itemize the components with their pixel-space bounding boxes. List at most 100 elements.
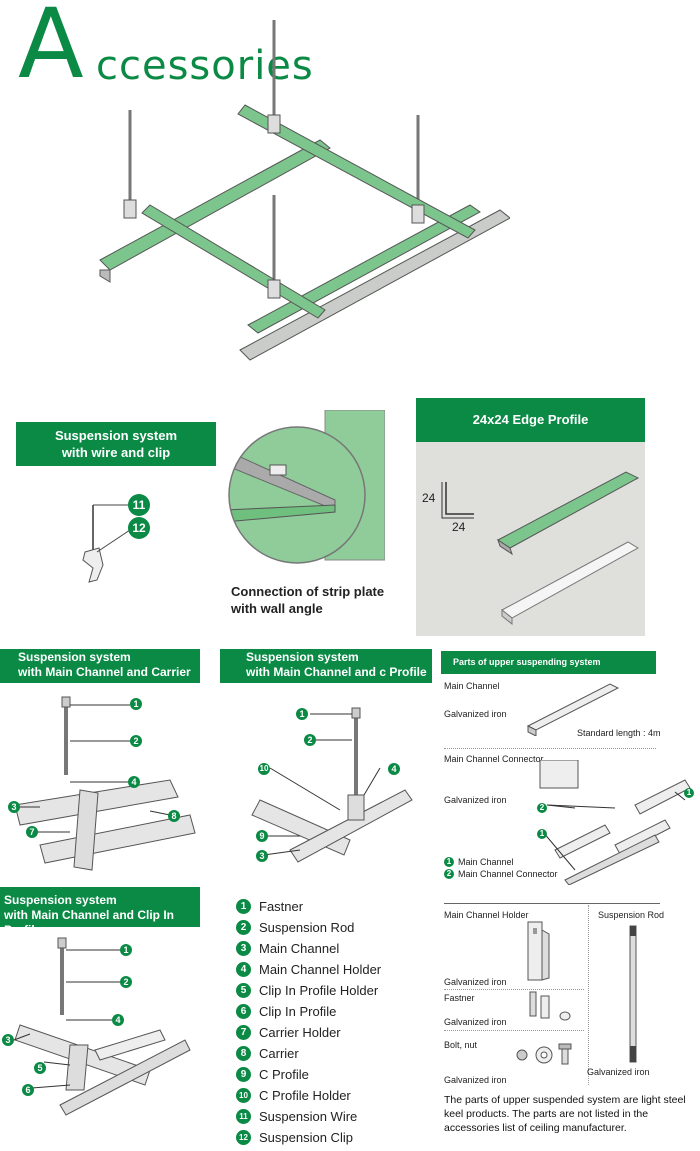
clip-callout-4: 4 bbox=[112, 1014, 124, 1026]
edge-dim-vertical: 24 bbox=[422, 491, 436, 505]
clip-in-illustration bbox=[13, 937, 191, 1116]
legend-number: 5 bbox=[236, 983, 251, 998]
rod-label: Suspension Rod bbox=[598, 910, 665, 920]
legend-number: 10 bbox=[236, 1088, 251, 1103]
legend-label: Carrier Holder bbox=[259, 1025, 341, 1040]
page-title: ccessories bbox=[96, 43, 314, 89]
legend-item: 2 Suspension Rod bbox=[236, 917, 436, 938]
upper-galvanized-2: Galvanized iron bbox=[444, 795, 507, 805]
ceiling-grid-illustration bbox=[99, 20, 510, 361]
carrier-callout-7: 7 bbox=[26, 826, 38, 838]
legend-number: 8 bbox=[236, 1046, 251, 1061]
holder-label: Main Channel Holder bbox=[444, 910, 529, 920]
legend-number: 6 bbox=[236, 1004, 251, 1019]
legend-number: 4 bbox=[236, 962, 251, 977]
cprofile-callout-9: 9 bbox=[256, 830, 268, 842]
main-carrier-illustration bbox=[14, 696, 196, 871]
upper-galvanized-1: Galvanized iron bbox=[444, 709, 507, 719]
legend-number: 11 bbox=[236, 1109, 251, 1124]
legend-label: C Profile bbox=[259, 1067, 309, 1082]
legend-item: 3 Main Channel bbox=[236, 938, 436, 959]
clip-callout-2: 2 bbox=[120, 976, 132, 988]
connector-drawing bbox=[539, 760, 691, 885]
title-big-letter: A bbox=[18, 0, 84, 100]
bolt-nut-label: Bolt, nut bbox=[444, 1040, 478, 1050]
wire-callout-11: 11 bbox=[128, 494, 150, 516]
carrier-callout-4: 4 bbox=[128, 776, 140, 788]
holder-divider-2 bbox=[444, 1030, 584, 1031]
clip-in-header: Suspension system with Main Channel and … bbox=[0, 887, 200, 937]
c-profile-illustration bbox=[251, 707, 413, 863]
strip-plate-line2: with wall angle bbox=[231, 601, 323, 616]
cprofile-callout-10: 10 bbox=[258, 763, 270, 775]
upper-legend-label-2: Main Channel Connector bbox=[458, 869, 558, 879]
edge-profile-header: 24x24 Edge Profile bbox=[416, 398, 645, 442]
bolt-nut-drawing bbox=[516, 1043, 572, 1065]
holder-divider-1 bbox=[444, 989, 584, 990]
main-carrier-line2: with Main Channel and Carrier bbox=[18, 665, 191, 679]
holder-drawing bbox=[527, 921, 550, 981]
holder-box-top-rule bbox=[444, 903, 660, 904]
connector-callout-2: 2 bbox=[537, 803, 547, 813]
cprofile-callout-3: 3 bbox=[256, 850, 268, 862]
cprofile-callout-1: 1 bbox=[296, 708, 308, 720]
edge-profile-drawing bbox=[441, 471, 640, 626]
upper-legend-label-1: Main Channel bbox=[458, 857, 514, 867]
wire-callout-12: 12 bbox=[128, 517, 150, 539]
clip-in-line1: Suspension system bbox=[4, 893, 117, 907]
legend-label: Suspension Wire bbox=[259, 1109, 358, 1124]
carrier-callout-1: 1 bbox=[130, 698, 142, 710]
divider-upper bbox=[444, 748, 656, 749]
strip-plate-caption: Connection of strip plate with wall angl… bbox=[231, 583, 384, 617]
parts-legend: 1 Fastner 2 Suspension Rod 3 Main Channel 4… bbox=[236, 896, 436, 1148]
connector-callout-1a: 1 bbox=[537, 829, 547, 839]
legend-label: Fastner bbox=[259, 899, 304, 914]
galvanized-c: Galvanized iron bbox=[444, 1075, 507, 1085]
clip-callout-3: 3 bbox=[2, 1034, 14, 1046]
wire-clip-illustration bbox=[82, 504, 131, 583]
clip-callout-6: 6 bbox=[22, 1084, 34, 1096]
legend-number: 3 bbox=[236, 941, 251, 956]
legend-item: 1 Fastner bbox=[236, 896, 436, 917]
cprofile-callout-2: 2 bbox=[304, 734, 316, 746]
legend-label: Suspension Clip bbox=[259, 1130, 353, 1145]
wire-clip-line2: with wire and clip bbox=[61, 445, 171, 460]
carrier-callout-3: 3 bbox=[8, 801, 20, 813]
legend-label: Main Channel bbox=[259, 941, 340, 956]
clip-callout-1: 1 bbox=[120, 944, 132, 956]
wire-clip-line1: Suspension system bbox=[54, 428, 178, 443]
fastner-label: Fastner bbox=[444, 993, 475, 1003]
upper-parts-title: Parts of upper suspending system bbox=[453, 657, 601, 667]
upper-parts-header: Parts of upper suspending system bbox=[441, 651, 656, 674]
legend-item: 6 Clip In Profile bbox=[236, 1001, 436, 1022]
c-profile-line1: Suspension system bbox=[246, 650, 359, 664]
legend-number: 1 bbox=[236, 899, 251, 914]
main-channel-drawing bbox=[526, 683, 620, 736]
strip-plate-illustration bbox=[228, 410, 385, 564]
c-profile-line2: with Main Channel and c Profile bbox=[246, 665, 427, 679]
legend-label: Main Channel Holder bbox=[259, 962, 382, 977]
galvanized-a: Galvanized iron bbox=[444, 977, 507, 987]
legend-label: C Profile Holder bbox=[259, 1088, 351, 1103]
legend-label: Clip In Profile bbox=[259, 1004, 337, 1019]
edge-profile-title: 24x24 Edge Profile bbox=[472, 412, 589, 427]
legend-item: 11 Suspension Wire bbox=[236, 1106, 436, 1127]
legend-label: Suspension Rod bbox=[259, 920, 355, 935]
legend-number: 2 bbox=[236, 920, 251, 935]
clip-in-line2: with Main Channel and Clip In Profile bbox=[4, 908, 174, 937]
strip-plate-line1: Connection of strip plate bbox=[231, 584, 385, 599]
galvanized-rod: Galvanized iron bbox=[587, 1067, 650, 1077]
wire-clip-header: Suspension system with wire and clip bbox=[16, 422, 216, 466]
main-carrier-line1: Suspension system bbox=[18, 650, 131, 664]
cprofile-callout-4: 4 bbox=[388, 763, 400, 775]
holder-box-right-divider bbox=[588, 905, 589, 1085]
rod-drawing bbox=[629, 925, 637, 1063]
upper-main-channel-label: Main Channel bbox=[444, 681, 500, 691]
legend-item: 4 Main Channel Holder bbox=[236, 959, 436, 980]
main-carrier-header: Suspension system with Main Channel and … bbox=[0, 649, 200, 683]
